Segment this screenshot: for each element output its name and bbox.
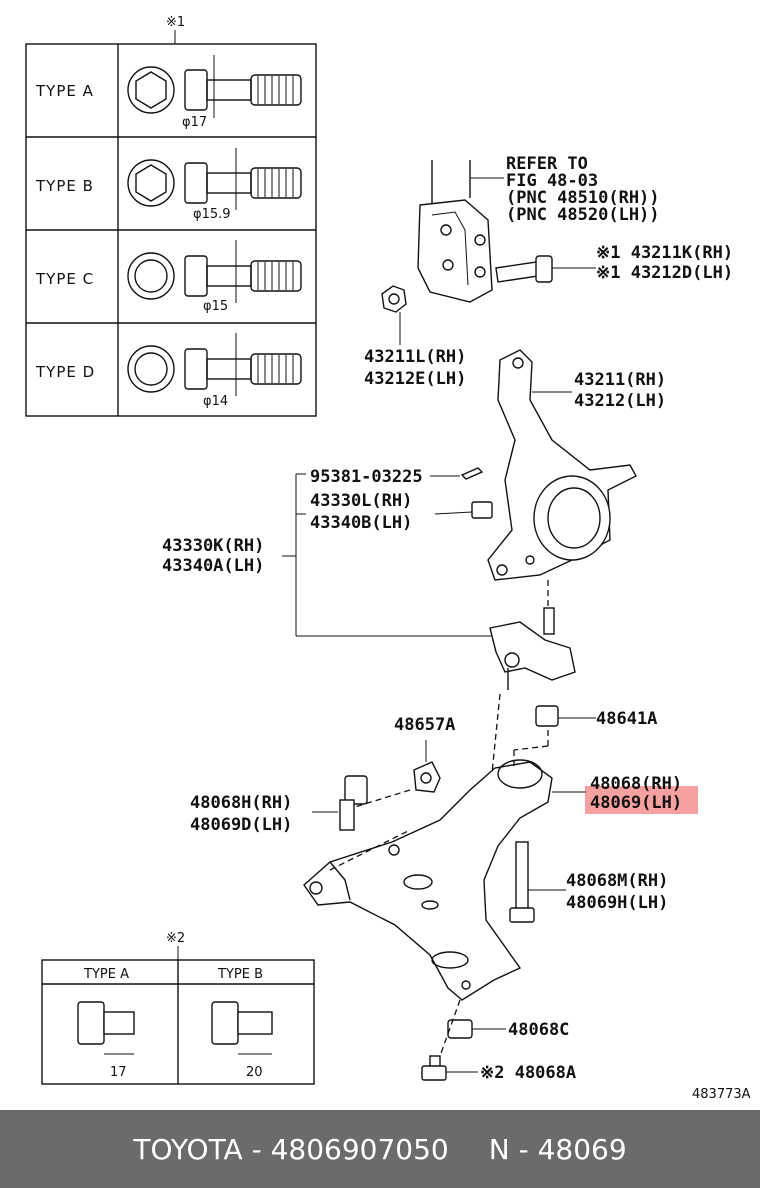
bolt-type-a-dim: 17 bbox=[110, 1065, 127, 1080]
label-43330k: 43330K(RH) bbox=[162, 536, 264, 556]
nut-43211l-drawing bbox=[381, 285, 407, 345]
stud-type-d-label: TYPE D bbox=[35, 363, 95, 381]
bolt-type-a-header: TYPE A bbox=[83, 967, 129, 982]
stud-type-a-dim: φ17 bbox=[182, 115, 207, 130]
cotter-pin-drawing bbox=[460, 467, 484, 480]
stud-type-a-label: TYPE A bbox=[35, 82, 94, 100]
label-48069d: 48069D(LH) bbox=[190, 815, 292, 835]
footer-group-info: N - 48069 bbox=[488, 1132, 627, 1166]
lower-arm-drawing bbox=[303, 759, 553, 1001]
bolt-48068h-drawing bbox=[312, 775, 368, 831]
refer-line-1: REFER TO bbox=[506, 154, 588, 174]
label-43212d: ※1 43212D(LH) bbox=[596, 263, 733, 283]
nut-48068c-drawing bbox=[447, 1019, 506, 1039]
label-43212e: 43212E(LH) bbox=[364, 369, 466, 389]
bolt-type-b-dim: 20 bbox=[246, 1065, 263, 1080]
stud-type-d-dim: φ14 bbox=[203, 394, 228, 409]
label-43340a: 43340A(LH) bbox=[162, 556, 264, 576]
parts-diagram: ※1 TYPE A TYPE B TYPE C TYPE D φ17 φ15.9… bbox=[25, 15, 751, 1102]
bolt-type-b-header: TYPE B bbox=[217, 967, 263, 982]
label-43211: 43211(RH) bbox=[574, 370, 666, 390]
highlight-48069 bbox=[585, 786, 698, 814]
refer-line-3: (PNC 48510(RH)) bbox=[506, 188, 660, 208]
diagram-id: 483773A bbox=[692, 1087, 751, 1102]
leader-bracket bbox=[282, 473, 492, 637]
label-48068: 48068(RH) bbox=[590, 774, 682, 794]
label-48068m: 48068M(RH) bbox=[566, 871, 668, 891]
label-48068c: 48068C bbox=[508, 1020, 569, 1040]
ball-joint-drawing bbox=[489, 607, 576, 690]
label-95381: 95381-03225 bbox=[310, 467, 423, 487]
label-48068h: 48068H(RH) bbox=[190, 793, 292, 813]
label-43212: 43212(LH) bbox=[574, 391, 666, 411]
stud-type-c-label: TYPE C bbox=[35, 270, 94, 288]
note-mark-2: ※2 bbox=[166, 931, 185, 946]
bolt-48068m-drawing bbox=[509, 841, 566, 923]
bushing-48657a-drawing bbox=[413, 740, 441, 793]
label-48657a: 48657A bbox=[394, 715, 455, 735]
label-43211l: 43211L(RH) bbox=[364, 347, 466, 367]
label-48641a: 48641A bbox=[596, 709, 657, 729]
castle-nut-drawing bbox=[471, 501, 493, 519]
stud-types-table: TYPE A TYPE B TYPE C TYPE D φ17 φ15.9 φ1… bbox=[25, 43, 317, 417]
stud-type-b-drawing bbox=[127, 148, 302, 210]
stud-type-b-label: TYPE B bbox=[35, 177, 94, 195]
stud-type-d-drawing bbox=[127, 333, 302, 396]
stud-type-c-drawing bbox=[127, 240, 302, 303]
steering-knuckle-drawing bbox=[487, 349, 637, 581]
stud-type-c-dim: φ15 bbox=[203, 299, 228, 314]
label-48068a: ※2 48068A bbox=[480, 1063, 576, 1083]
refer-line-4: (PNC 48520(LH)) bbox=[506, 205, 660, 225]
label-43330l: 43330L(RH) bbox=[310, 491, 412, 511]
bolt-48068a-drawing bbox=[421, 1055, 478, 1081]
refer-line-2: FIG 48-03 bbox=[506, 171, 598, 191]
label-48069[interactable]: 48069(LH) bbox=[590, 793, 682, 813]
footer-part-info: TOYOTA - 4806907050 bbox=[133, 1132, 449, 1166]
note-mark-1: ※1 bbox=[166, 15, 185, 30]
strut-bracket-drawing bbox=[417, 160, 493, 303]
bolt-types-table: TYPE A TYPE B 17 20 bbox=[41, 959, 315, 1085]
label-43211k: ※1 43211K(RH) bbox=[596, 243, 733, 263]
label-43340b: 43340B(LH) bbox=[310, 513, 412, 533]
stud-type-b-dim: φ15.9 bbox=[193, 207, 231, 222]
stud-type-a-drawing bbox=[127, 55, 302, 118]
camber-bolt-drawing bbox=[495, 255, 596, 283]
part-footer: TOYOTA - 4806907050 N - 48069 bbox=[0, 1110, 760, 1188]
label-48069h: 48069H(LH) bbox=[566, 893, 668, 913]
nut-48641a-drawing bbox=[535, 705, 596, 727]
